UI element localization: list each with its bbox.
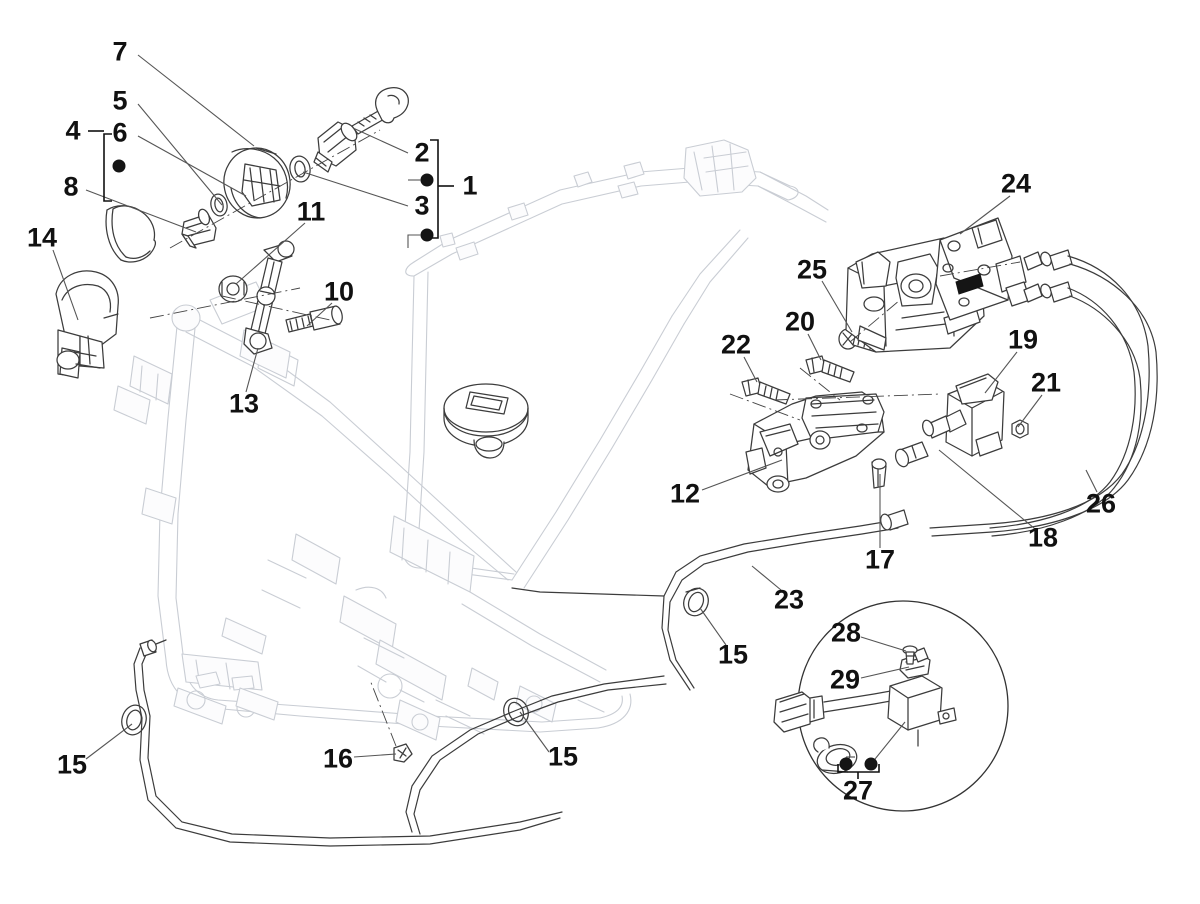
bullet-1-b xyxy=(420,228,434,242)
part-28-screw xyxy=(902,645,918,665)
callout-21: 21 xyxy=(1030,367,1062,398)
part-24-latch-plate xyxy=(935,217,1031,321)
callout-22: 22 xyxy=(720,329,752,360)
part-13-link-rod xyxy=(243,240,295,355)
axis-line-lock xyxy=(169,129,381,249)
scooter-frame-outline xyxy=(113,139,829,741)
callout-15-a: 15 xyxy=(717,639,749,670)
callout-15-b: 15 xyxy=(547,741,579,772)
part-6-lock-barrel xyxy=(181,208,217,249)
part-26-twin-cables xyxy=(929,249,1158,537)
grouping-brackets xyxy=(88,130,454,248)
axis-line-22 xyxy=(729,393,801,421)
bullet-1-a xyxy=(420,173,434,187)
part-22-screw xyxy=(741,377,791,405)
part-18-cable-terminal xyxy=(894,441,929,468)
axis-line-24 xyxy=(939,261,1021,277)
callout-28: 28 xyxy=(830,617,862,648)
callout-25: 25 xyxy=(796,254,828,285)
axis-line-latch xyxy=(773,393,941,401)
part-14-key-cover xyxy=(55,270,119,379)
part-23-release-cable xyxy=(511,509,909,691)
part-5-washer-small xyxy=(210,193,228,217)
callout-20: 20 xyxy=(784,306,816,337)
part-21-nut xyxy=(1011,419,1029,439)
saddle-cable-right-lower xyxy=(405,675,667,835)
part-15-cable-clip-a xyxy=(683,587,709,617)
part-12-saddle-latch xyxy=(745,391,885,493)
callout-1: 1 xyxy=(462,170,478,201)
part-11-bushing xyxy=(218,275,248,303)
callout-29: 29 xyxy=(829,664,861,695)
part-16-clip xyxy=(393,743,413,763)
callout-16: 16 xyxy=(322,743,354,774)
callout-12: 12 xyxy=(669,478,701,509)
detail-inset xyxy=(773,600,1009,812)
callout-23: 23 xyxy=(773,584,805,615)
axis-line-25 xyxy=(849,299,901,343)
saddle-cable-left xyxy=(121,639,563,847)
callout-26: 26 xyxy=(1085,488,1117,519)
part-27-relay xyxy=(887,675,957,747)
callout-11: 11 xyxy=(296,196,326,227)
leader-lines xyxy=(52,54,1098,760)
axis-line-13 xyxy=(221,295,331,321)
part-19-actuator-switch xyxy=(922,373,1005,457)
bracket-1 xyxy=(430,139,439,239)
callout-24: 24 xyxy=(1000,168,1032,199)
fuel-filler-cap xyxy=(443,383,529,459)
callout-15-c: 15 xyxy=(56,749,88,780)
part-7-lock-cover xyxy=(223,147,291,219)
axis-line-16 xyxy=(369,679,397,747)
callout-27: 27 xyxy=(842,775,874,806)
callout-3: 3 xyxy=(414,190,430,221)
callout-13: 13 xyxy=(228,388,260,419)
bullet-27-a xyxy=(839,757,853,771)
bracket-4 xyxy=(103,133,112,202)
leader-27b xyxy=(870,721,906,765)
callout-4: 4 xyxy=(65,115,81,146)
part-20-bolt xyxy=(805,355,855,383)
bullet-4 xyxy=(112,159,126,173)
callout-5: 5 xyxy=(112,85,128,116)
part-10-bolt xyxy=(285,305,343,333)
callout-10: 10 xyxy=(323,276,355,307)
inset-connector xyxy=(773,691,825,733)
callout-7: 7 xyxy=(112,36,128,67)
part-3-washer xyxy=(289,155,311,183)
callout-14: 14 xyxy=(26,222,58,253)
callout-19: 19 xyxy=(1007,324,1039,355)
callout-2: 2 xyxy=(414,137,430,168)
callout-18: 18 xyxy=(1027,522,1059,553)
axis-line-14 xyxy=(149,287,301,319)
callout-6: 6 xyxy=(112,117,128,148)
axis-line-20 xyxy=(799,367,841,401)
callout-8: 8 xyxy=(63,171,79,202)
part-2-lock-cylinder-with-key xyxy=(313,87,409,173)
callout-17: 17 xyxy=(864,544,896,575)
part-17-spring-pin xyxy=(871,458,887,489)
bullet-27-b xyxy=(864,757,878,771)
